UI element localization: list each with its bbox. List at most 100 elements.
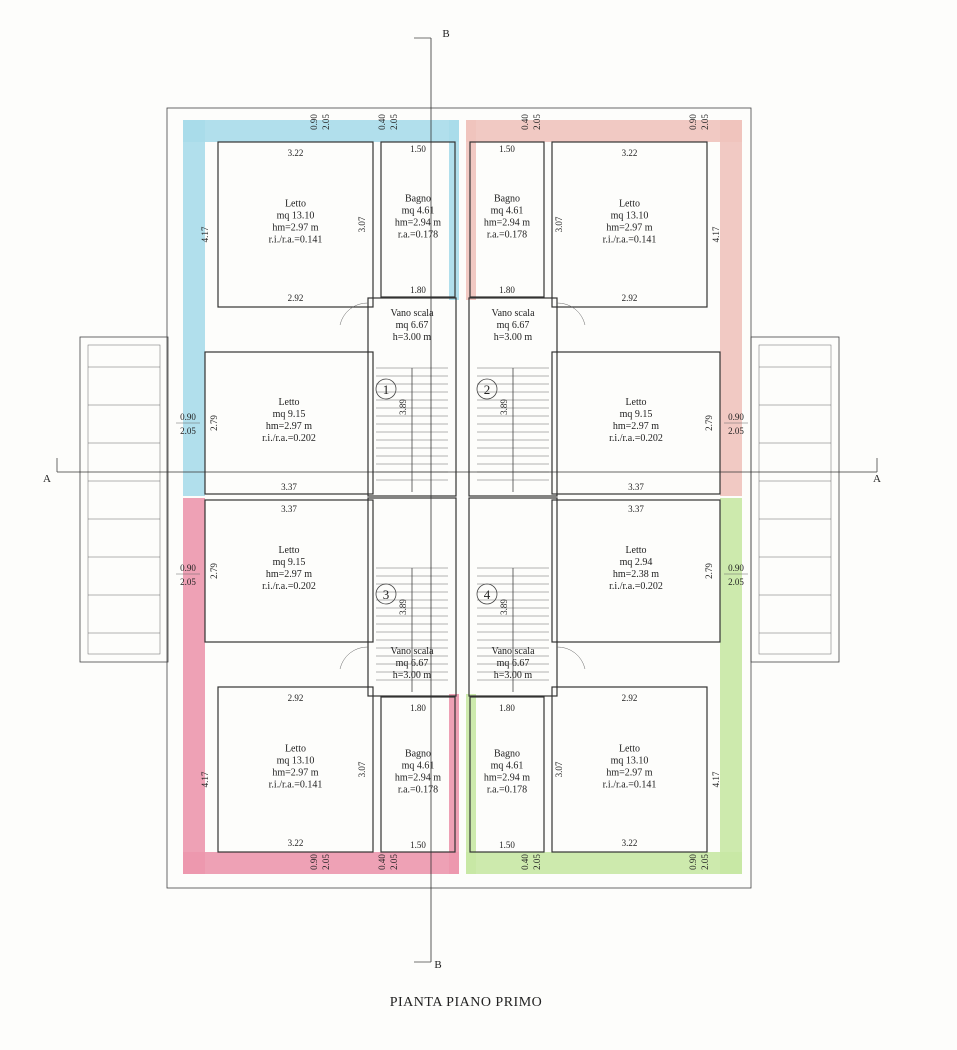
unit-4-dim-letto-d2: 4.17 (711, 771, 721, 787)
unit-2-dim-bagno-w: 1.50 (499, 144, 515, 154)
unit-1-vano-scala-label-line-0: Vano scala (390, 308, 434, 319)
unit-2-dim-bagno-w2: 1.80 (499, 285, 515, 295)
unit-1-letto-piccolo-label-line-2: hm=2.97 m (266, 421, 312, 432)
unit-4-door-arc (556, 646, 586, 670)
unit-4-wall-color-1 (720, 498, 742, 874)
unit-3-dim-letto-w2: 2.92 (288, 693, 304, 703)
unit-2-wall-color-1 (720, 120, 742, 496)
unit-4-letto-piccolo-label-line-0: Letto (625, 545, 646, 556)
unit-3-dim-letto-d2: 4.17 (200, 771, 210, 787)
unit-1-letto-grande-label-line-3: r.i./r.a.=0.141 (269, 235, 323, 246)
unit-2-bagno-label-line-2: hm=2.94 m (484, 218, 530, 229)
unit-4-dim-scala-d: 3.89 (499, 599, 509, 615)
unit-1-bagno-label-line-1: mq 4.61 (402, 206, 435, 217)
side-window-3-a: 0.90 (728, 563, 744, 573)
unit-4-dim-bagno-w: 1.50 (499, 840, 515, 850)
terrace-right (750, 336, 840, 663)
unit-2-wall-color-0 (466, 120, 742, 142)
unit-2-bagno-label-line-0: Bagno (494, 194, 520, 205)
unit-2-vano-scala-label-line-2: h=3.00 m (494, 332, 533, 343)
unit-color-fills (183, 120, 742, 874)
unit-3-number-circle (375, 583, 397, 605)
unit-4-dim-bagno-w2: 1.80 (499, 703, 515, 713)
unit-3-vano-scala-label-line-1: mq 6.67 (396, 658, 429, 669)
unit-4-letto-piccolo-label-line-1: mq 2.94 (620, 557, 653, 568)
unit-4-bagno-label-line-0: Bagno (494, 749, 520, 760)
section-line-a: A A (43, 458, 881, 485)
unit-1-bagno-label-line-3: r.a.=0.178 (398, 230, 438, 241)
unit-1-letto-grande (217, 141, 374, 308)
section-b-label-bottom: B (434, 959, 441, 971)
unit-4-vano-scala-label-line-2: h=3.00 m (494, 670, 533, 681)
unit-1-number-circle (375, 378, 397, 400)
unit-1-letto-piccolo-label-line-3: r.i./r.a.=0.202 (262, 433, 316, 444)
section-a-label-right: A (873, 473, 881, 485)
unit-2-wall-color-2 (466, 120, 476, 300)
section-b-label-top: B (442, 28, 449, 40)
unit-3-dim-scala-d: 3.89 (398, 599, 408, 615)
unit-4-window-bagno-a: 0.40 (520, 854, 530, 870)
unit-3-door-arc (339, 646, 369, 670)
drawing-title: PIANTA PIANO PRIMO (390, 995, 543, 1010)
unit-1-dim-letto2-w: 3.37 (281, 482, 297, 492)
unit-3-wall-color-0 (183, 852, 459, 874)
unit-2-letto-piccolo (551, 351, 721, 495)
unit-3-letto-grande-label-line-2: hm=2.97 m (272, 768, 318, 779)
unit-2-letto-grande-label-line-3: r.i./r.a.=0.141 (603, 235, 657, 246)
unit-3-bagno-label-line-1: mq 4.61 (402, 761, 435, 772)
unit-3-dim-letto2-w: 3.37 (281, 504, 297, 514)
unit-4-stair-steps (477, 567, 549, 692)
unit-3-vano-scala-label-line-2: h=3.00 m (393, 670, 432, 681)
unit-4-wall-color-2 (466, 694, 476, 874)
unit-4-vano-scala (468, 497, 558, 697)
side-window-0: 0.902.05 (176, 412, 200, 436)
unit-2-dim-letto-w2: 2.92 (622, 293, 638, 303)
unit-1-letto-grande-label-line-2: hm=2.97 m (272, 223, 318, 234)
unit-4-letto-piccolo-label-line-2: hm=2.38 m (613, 569, 659, 580)
unit-3-window-a: 0.90 (309, 854, 319, 870)
unit-1-dim-letto-w2: 2.92 (288, 293, 304, 303)
unit-3-stair-steps (376, 567, 448, 692)
unit-4-dim-letto-w: 3.22 (622, 838, 638, 848)
unit-3-window-bagno-a: 0.40 (377, 854, 387, 870)
side-window-2-a: 0.90 (180, 563, 196, 573)
unit-2-dim-letto2-d: 2.79 (704, 415, 714, 431)
unit-3-letto-piccolo-label-line-1: mq 9.15 (273, 557, 306, 568)
side-window-2-b: 2.05 (180, 577, 196, 587)
unit-4-letto-grande-label-line-3: r.i./r.a.=0.141 (603, 780, 657, 791)
unit-3-window-b: 2.05 (321, 854, 331, 870)
unit-3-wall-color-1 (183, 498, 205, 874)
unit-2-stair-steps (477, 367, 549, 492)
unit-3-dim-bagno-w2: 1.80 (410, 703, 426, 713)
unit-3-dim-letto-d: 3.07 (357, 761, 367, 777)
unit-3-wall-color-2 (449, 694, 459, 874)
side-window-3: 0.902.05 (724, 563, 748, 587)
unit-4-bagno-label-line-2: hm=2.94 m (484, 773, 530, 784)
unit-1-dim-letto-w: 3.22 (288, 148, 304, 158)
unit-2-dim-letto-w: 3.22 (622, 148, 638, 158)
unit-4-bagno-label-line-3: r.a.=0.178 (487, 785, 527, 796)
unit-1-dim-bagno-w: 1.50 (410, 144, 426, 154)
unit-2-window-bagno-a: 0.40 (520, 114, 530, 130)
terrace-left (79, 336, 169, 663)
unit-2-letto-grande-label-line-2: hm=2.97 m (606, 223, 652, 234)
unit-4-number-circle (476, 583, 498, 605)
unit-2-dim-letto2-w: 3.37 (628, 482, 644, 492)
unit-2-window-bagno-b: 2.05 (532, 114, 542, 130)
unit-2-window-a: 0.90 (688, 114, 698, 130)
unit-2-letto-grande-label-line-1: mq 13.10 (611, 211, 649, 222)
unit-2-dim-scala-d: 3.89 (499, 399, 509, 415)
unit-1-dim-letto-d: 3.07 (357, 216, 367, 232)
unit-1-dim-letto-d2: 4.17 (200, 226, 210, 242)
unit-1-letto-piccolo (204, 351, 374, 495)
unit-3-vano-scala-label-line-0: Vano scala (390, 646, 434, 657)
unit-4-letto-grande-label-line-1: mq 13.10 (611, 756, 649, 767)
unit-1-vano-scala-label-line-2: h=3.00 m (393, 332, 432, 343)
unit-3-bagno (380, 696, 456, 853)
unit-3-letto-piccolo-label-line-3: r.i./r.a.=0.202 (262, 581, 316, 592)
unit-4-letto-piccolo (551, 499, 721, 643)
unit-4-vano-scala-label-line-0: Vano scala (491, 646, 535, 657)
